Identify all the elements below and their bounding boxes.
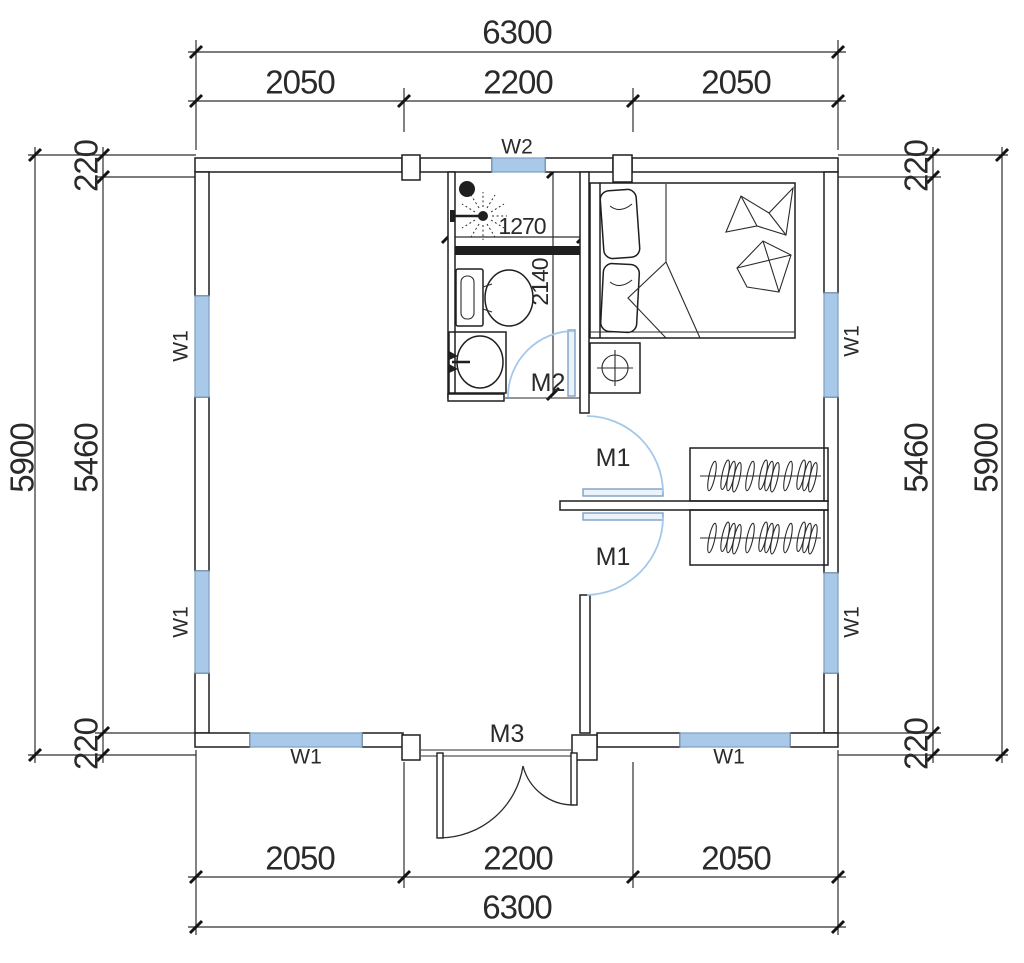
window-label-w1-right-lower: W1 xyxy=(841,606,864,638)
door-label-m1-lower: M1 xyxy=(596,543,631,571)
shower-head-icon xyxy=(450,192,507,240)
hall-partition-lower xyxy=(579,594,591,734)
window-w1-bottom-left xyxy=(249,732,363,748)
bathroom-south-wall xyxy=(447,393,505,402)
bathroom xyxy=(448,181,534,394)
window-label-w1-left-lower: W1 xyxy=(170,606,193,638)
dim-bath-depth: 2140 xyxy=(527,258,553,305)
dim-top-seg-0: 2050 xyxy=(265,64,335,101)
column-top-right xyxy=(612,154,633,183)
dim-top-seg-2: 2050 xyxy=(701,64,771,101)
windows xyxy=(194,157,839,748)
shower-curb xyxy=(455,246,580,255)
dim-right-seg-2: 220 xyxy=(898,717,935,770)
window-label-w1-bottom-right: W1 xyxy=(713,746,745,769)
window-w1-right-upper xyxy=(823,292,839,398)
dim-left-overall: 5900 xyxy=(4,423,41,493)
window-label-w1-left-upper: W1 xyxy=(170,330,193,362)
door-label-m2: M2 xyxy=(531,369,566,397)
door-leaf-m3-left xyxy=(436,752,444,839)
dim-bottom-seg-2: 2050 xyxy=(701,840,771,877)
door-label-m3: M3 xyxy=(490,720,525,748)
wardrobes xyxy=(689,447,829,566)
door-swing-m3-left xyxy=(439,765,524,839)
door-leaf-m1-upper xyxy=(582,488,664,497)
dim-left-seg-2: 220 xyxy=(68,717,105,770)
door-swing-m3-right xyxy=(522,765,575,806)
dim-bottom-overall: 6300 xyxy=(482,889,552,926)
door-leaf-m2 xyxy=(567,329,576,397)
door-leaf-m1-lower xyxy=(582,512,664,521)
door-swing-m1-upper xyxy=(586,415,664,493)
bed xyxy=(589,182,796,339)
dim-top-overall: 6300 xyxy=(482,14,552,51)
dim-right-seg-0: 220 xyxy=(898,139,935,192)
dimension-lines xyxy=(34,51,1003,928)
column-bottom-left xyxy=(401,734,421,761)
window-w1-left-upper xyxy=(194,295,210,398)
extension-lines xyxy=(28,40,1008,935)
door-leaf-m3-right xyxy=(570,752,578,806)
dim-shower-width: 1270 xyxy=(498,213,545,239)
window-w1-right-lower xyxy=(823,572,839,674)
nightstand xyxy=(589,342,641,394)
wardrobe-upper xyxy=(689,447,829,502)
blanket-fold xyxy=(627,184,701,339)
dim-bottom-seg-1: 2200 xyxy=(483,840,553,877)
dimension-texts: 6300 2050 2200 2050 2050 2200 2050 6300 … xyxy=(4,14,1005,926)
window-label-w2: W2 xyxy=(501,136,533,159)
washbasin-icon xyxy=(448,331,507,394)
dimension-ticks xyxy=(27,44,1010,935)
doors xyxy=(421,329,664,839)
dim-right-overall: 5900 xyxy=(968,423,1005,493)
dim-right-seg-1: 5460 xyxy=(898,423,935,493)
hall-partition-upper xyxy=(579,171,590,414)
interior-walls xyxy=(447,171,829,734)
window-label-w1-right-upper: W1 xyxy=(841,325,864,357)
pillow xyxy=(599,188,641,260)
dim-bottom-seg-0: 2050 xyxy=(265,840,335,877)
exterior-walls xyxy=(194,154,839,761)
dim-left-seg-0: 220 xyxy=(68,139,105,192)
column-top-left xyxy=(401,154,421,181)
crumpled-quilt xyxy=(725,186,794,293)
window-w2 xyxy=(491,157,546,173)
window-w1-bottom-right xyxy=(679,732,791,748)
bedroom xyxy=(589,182,796,394)
door-swing-m2 xyxy=(507,330,575,398)
pillow xyxy=(599,262,641,334)
floor-drain-icon xyxy=(459,181,475,197)
window-w1-left-lower xyxy=(194,570,210,674)
labels: W2 W1 W1 W1 W1 W1 W1 M1 M1 M2 M3 xyxy=(170,136,864,769)
dim-left-seg-1: 5460 xyxy=(68,423,105,493)
door-swing-m1-lower xyxy=(586,516,664,596)
toilet-icon xyxy=(455,268,534,327)
door-label-m1-upper: M1 xyxy=(596,444,631,472)
dim-top-seg-1: 2200 xyxy=(483,64,553,101)
window-label-w1-bottom-left: W1 xyxy=(290,746,322,769)
wardrobe-lower xyxy=(689,509,829,566)
bedroom-partition-wall xyxy=(559,500,829,511)
